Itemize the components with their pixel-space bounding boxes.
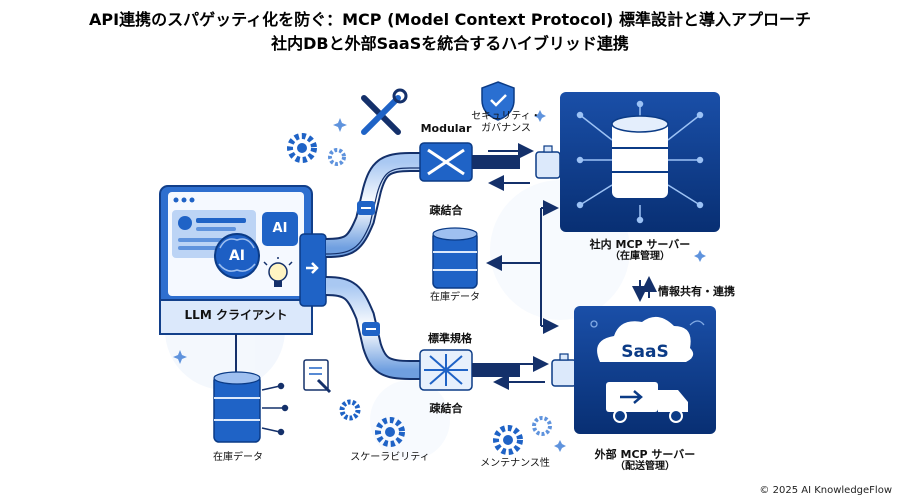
ai-brain-label: AI bbox=[228, 248, 246, 264]
loose-coupling-bottom-label: 疎結合 bbox=[429, 402, 463, 415]
lightbulb-icon bbox=[263, 257, 293, 287]
gear-icon-5 bbox=[493, 425, 523, 455]
external-server-sub: （配送管理） bbox=[615, 461, 675, 472]
flow-arrows bbox=[235, 143, 657, 390]
llm-client-label: LLM クライアント bbox=[184, 308, 288, 322]
internal-server-sub: （在庫管理） bbox=[610, 251, 670, 262]
external-server-panel bbox=[574, 306, 716, 434]
scalability-label: スケーラビリティ bbox=[350, 452, 430, 463]
saas-label: SaaS bbox=[621, 342, 669, 362]
title-line-2: 社内DBと外部SaaSを統合するハイブリッド連携 bbox=[271, 34, 629, 53]
shield-check-icon bbox=[481, 81, 515, 121]
database-icon-middle bbox=[432, 227, 478, 289]
gear-icon-6 bbox=[532, 416, 552, 436]
wrench-screwdriver-icon bbox=[361, 88, 408, 135]
upper-pipe bbox=[325, 152, 425, 258]
brain-icon bbox=[214, 233, 260, 279]
inventory-data-left-label: 在庫データ bbox=[213, 452, 263, 463]
connector-icon bbox=[299, 233, 327, 307]
info-share-label: 情報共有・連携 bbox=[658, 285, 735, 298]
gear-icon-1 bbox=[287, 133, 317, 163]
loose-coupling-top-label: 疎結合 bbox=[429, 204, 463, 217]
standard-hub-icon bbox=[419, 349, 520, 391]
internal-server-panel bbox=[560, 92, 720, 232]
inventory-data-middle-label: 在庫データ bbox=[430, 292, 480, 303]
standard-label: 標準規格 bbox=[428, 332, 472, 345]
modular-hub-icon bbox=[419, 142, 520, 182]
ai-badge-label: AI bbox=[272, 221, 288, 236]
internal-server-label: 社内 MCP サーバー bbox=[589, 238, 691, 251]
copyright-text: © 2025 AI KnowledgeFlow bbox=[759, 485, 892, 496]
puzzle-connector-bottom bbox=[551, 353, 577, 387]
maintenance-label: メンテナンス性 bbox=[480, 458, 550, 469]
gear-icon-2 bbox=[328, 148, 346, 166]
truck-icon bbox=[606, 382, 688, 423]
database-icon-internal bbox=[611, 115, 669, 198]
lower-pipe bbox=[325, 276, 425, 380]
sparkle-icons bbox=[173, 110, 706, 452]
gear-icon-4 bbox=[339, 399, 361, 421]
modular-label: Modular bbox=[420, 122, 472, 135]
database-icon-left bbox=[213, 371, 289, 443]
security-label: セキュリティ・ ガバナンス bbox=[471, 111, 541, 134]
cloud-icon bbox=[597, 316, 694, 362]
title-line-1: API連携のスパゲッティ化を防ぐ：MCP (Model Context Prot… bbox=[89, 10, 811, 29]
external-server-label: 外部 MCP サーバー bbox=[594, 448, 696, 461]
gear-icon-3 bbox=[375, 417, 405, 447]
document-icon bbox=[303, 359, 332, 394]
puzzle-connector-top bbox=[535, 145, 561, 179]
